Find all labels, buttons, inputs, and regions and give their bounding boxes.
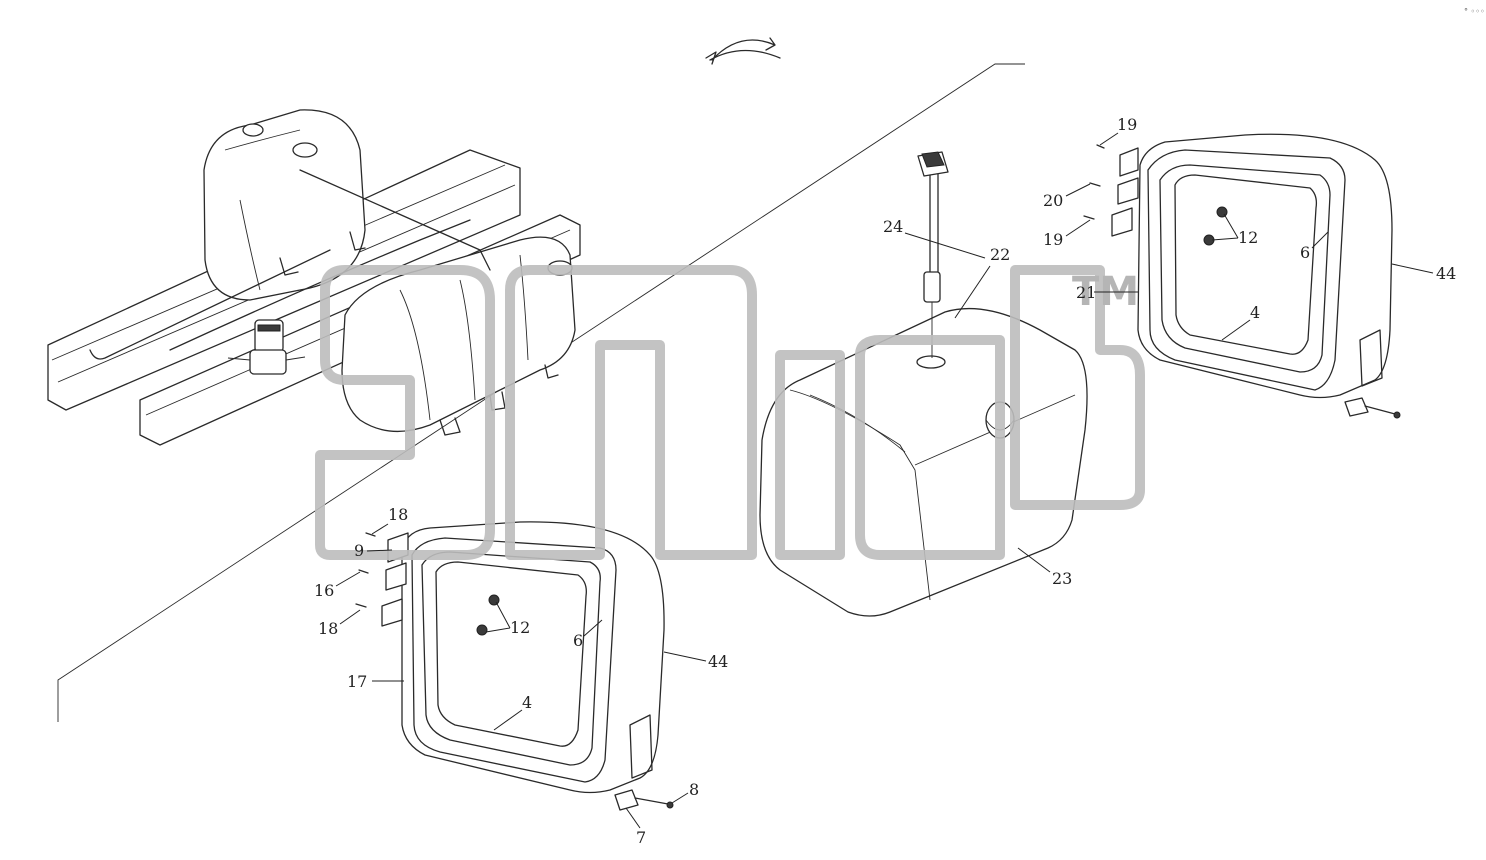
callout-4-left: 4 [522, 693, 532, 712]
callout-9: 9 [354, 541, 364, 560]
callout-20: 20 [1043, 191, 1063, 210]
callout-21: 21 [1076, 283, 1096, 302]
rotate-arrow-icon [705, 37, 781, 65]
callout-6-right: 6 [1300, 243, 1310, 262]
callout-6-left: 6 [573, 631, 583, 650]
callout-19-top: 19 [1117, 115, 1137, 134]
callout-16: 16 [314, 581, 334, 600]
callouts-right: 19 20 19 21 12 6 44 4 [1043, 115, 1456, 341]
callout-44-right: 44 [1436, 264, 1456, 283]
callout-4-right: 4 [1250, 303, 1260, 322]
callout-8: 8 [689, 780, 699, 799]
callout-12-right: 12 [1238, 228, 1258, 247]
pump-unit [227, 319, 306, 375]
callout-18-lower: 18 [318, 619, 338, 638]
callout-7: 7 [636, 828, 646, 847]
callout-17: 17 [347, 672, 367, 691]
callout-12-left: 12 [510, 618, 530, 637]
truck-frame-assembly [47, 109, 581, 446]
callouts-center: 24 22 23 [883, 217, 1072, 588]
callout-22: 22 [990, 245, 1010, 264]
corner-mark: ° ◦◦◦ [1464, 7, 1485, 16]
callouts-left: 18 9 16 18 17 12 6 44 4 8 7 [314, 505, 728, 847]
callout-18-top: 18 [388, 505, 408, 524]
strap-assembly-right [1083, 133, 1401, 419]
callout-44-left: 44 [708, 652, 728, 671]
callout-24: 24 [883, 217, 903, 236]
fuel-sender-24 [917, 151, 949, 358]
strap-assembly-left [355, 521, 674, 811]
callout-19-lower: 19 [1043, 230, 1063, 249]
callout-23: 23 [1052, 569, 1072, 588]
